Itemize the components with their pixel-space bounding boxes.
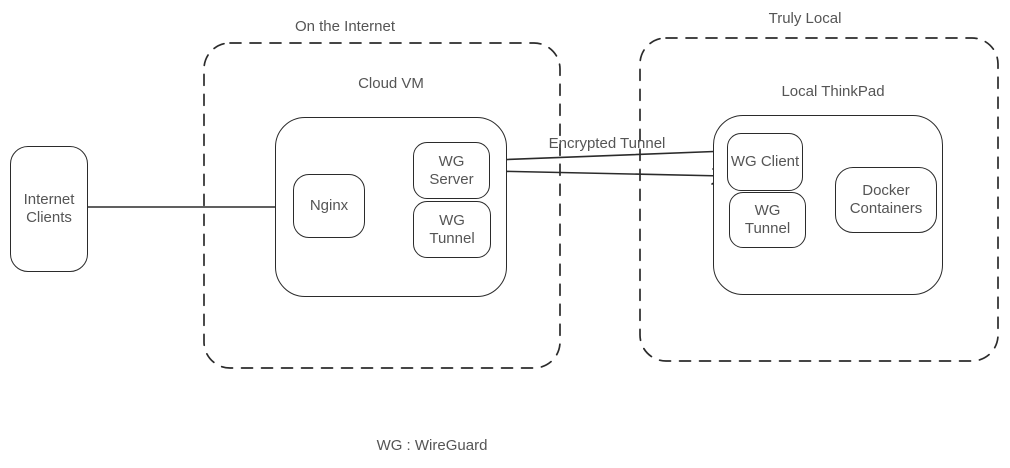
node-wg-tunnel-local: WG Tunnel — [729, 192, 806, 248]
machine-label-cloud-vm: Cloud VM — [358, 75, 424, 92]
region-label-on-the-internet: On the Internet — [294, 18, 396, 35]
edge-wg-server-to-wg-client — [489, 168, 728, 185]
edge-clients-to-nginx — [87, 197, 294, 217]
node-nginx: Nginx — [293, 174, 365, 238]
region-on-the-internet-outline — [203, 42, 561, 369]
node-wg-client: WG Client — [727, 133, 803, 191]
edge-label-encrypted-tunnel: Encrypted Tunnel — [548, 135, 666, 152]
legend-wireguard: WG : WireGuard — [376, 437, 488, 454]
machine-label-local-thinkpad: Local ThinkPad — [781, 83, 885, 100]
node-wg-tunnel-cloud: WG Tunnel — [413, 201, 491, 258]
region-truly-local-outline — [639, 37, 999, 362]
node-internet-clients: Internet Clients — [10, 146, 88, 272]
edge-wg-client-to-wg-server — [490, 150, 728, 168]
node-wg-server: WG Server — [413, 142, 490, 199]
node-docker-containers: Docker Containers — [835, 167, 937, 233]
region-label-truly-local: Truly Local — [768, 10, 842, 27]
